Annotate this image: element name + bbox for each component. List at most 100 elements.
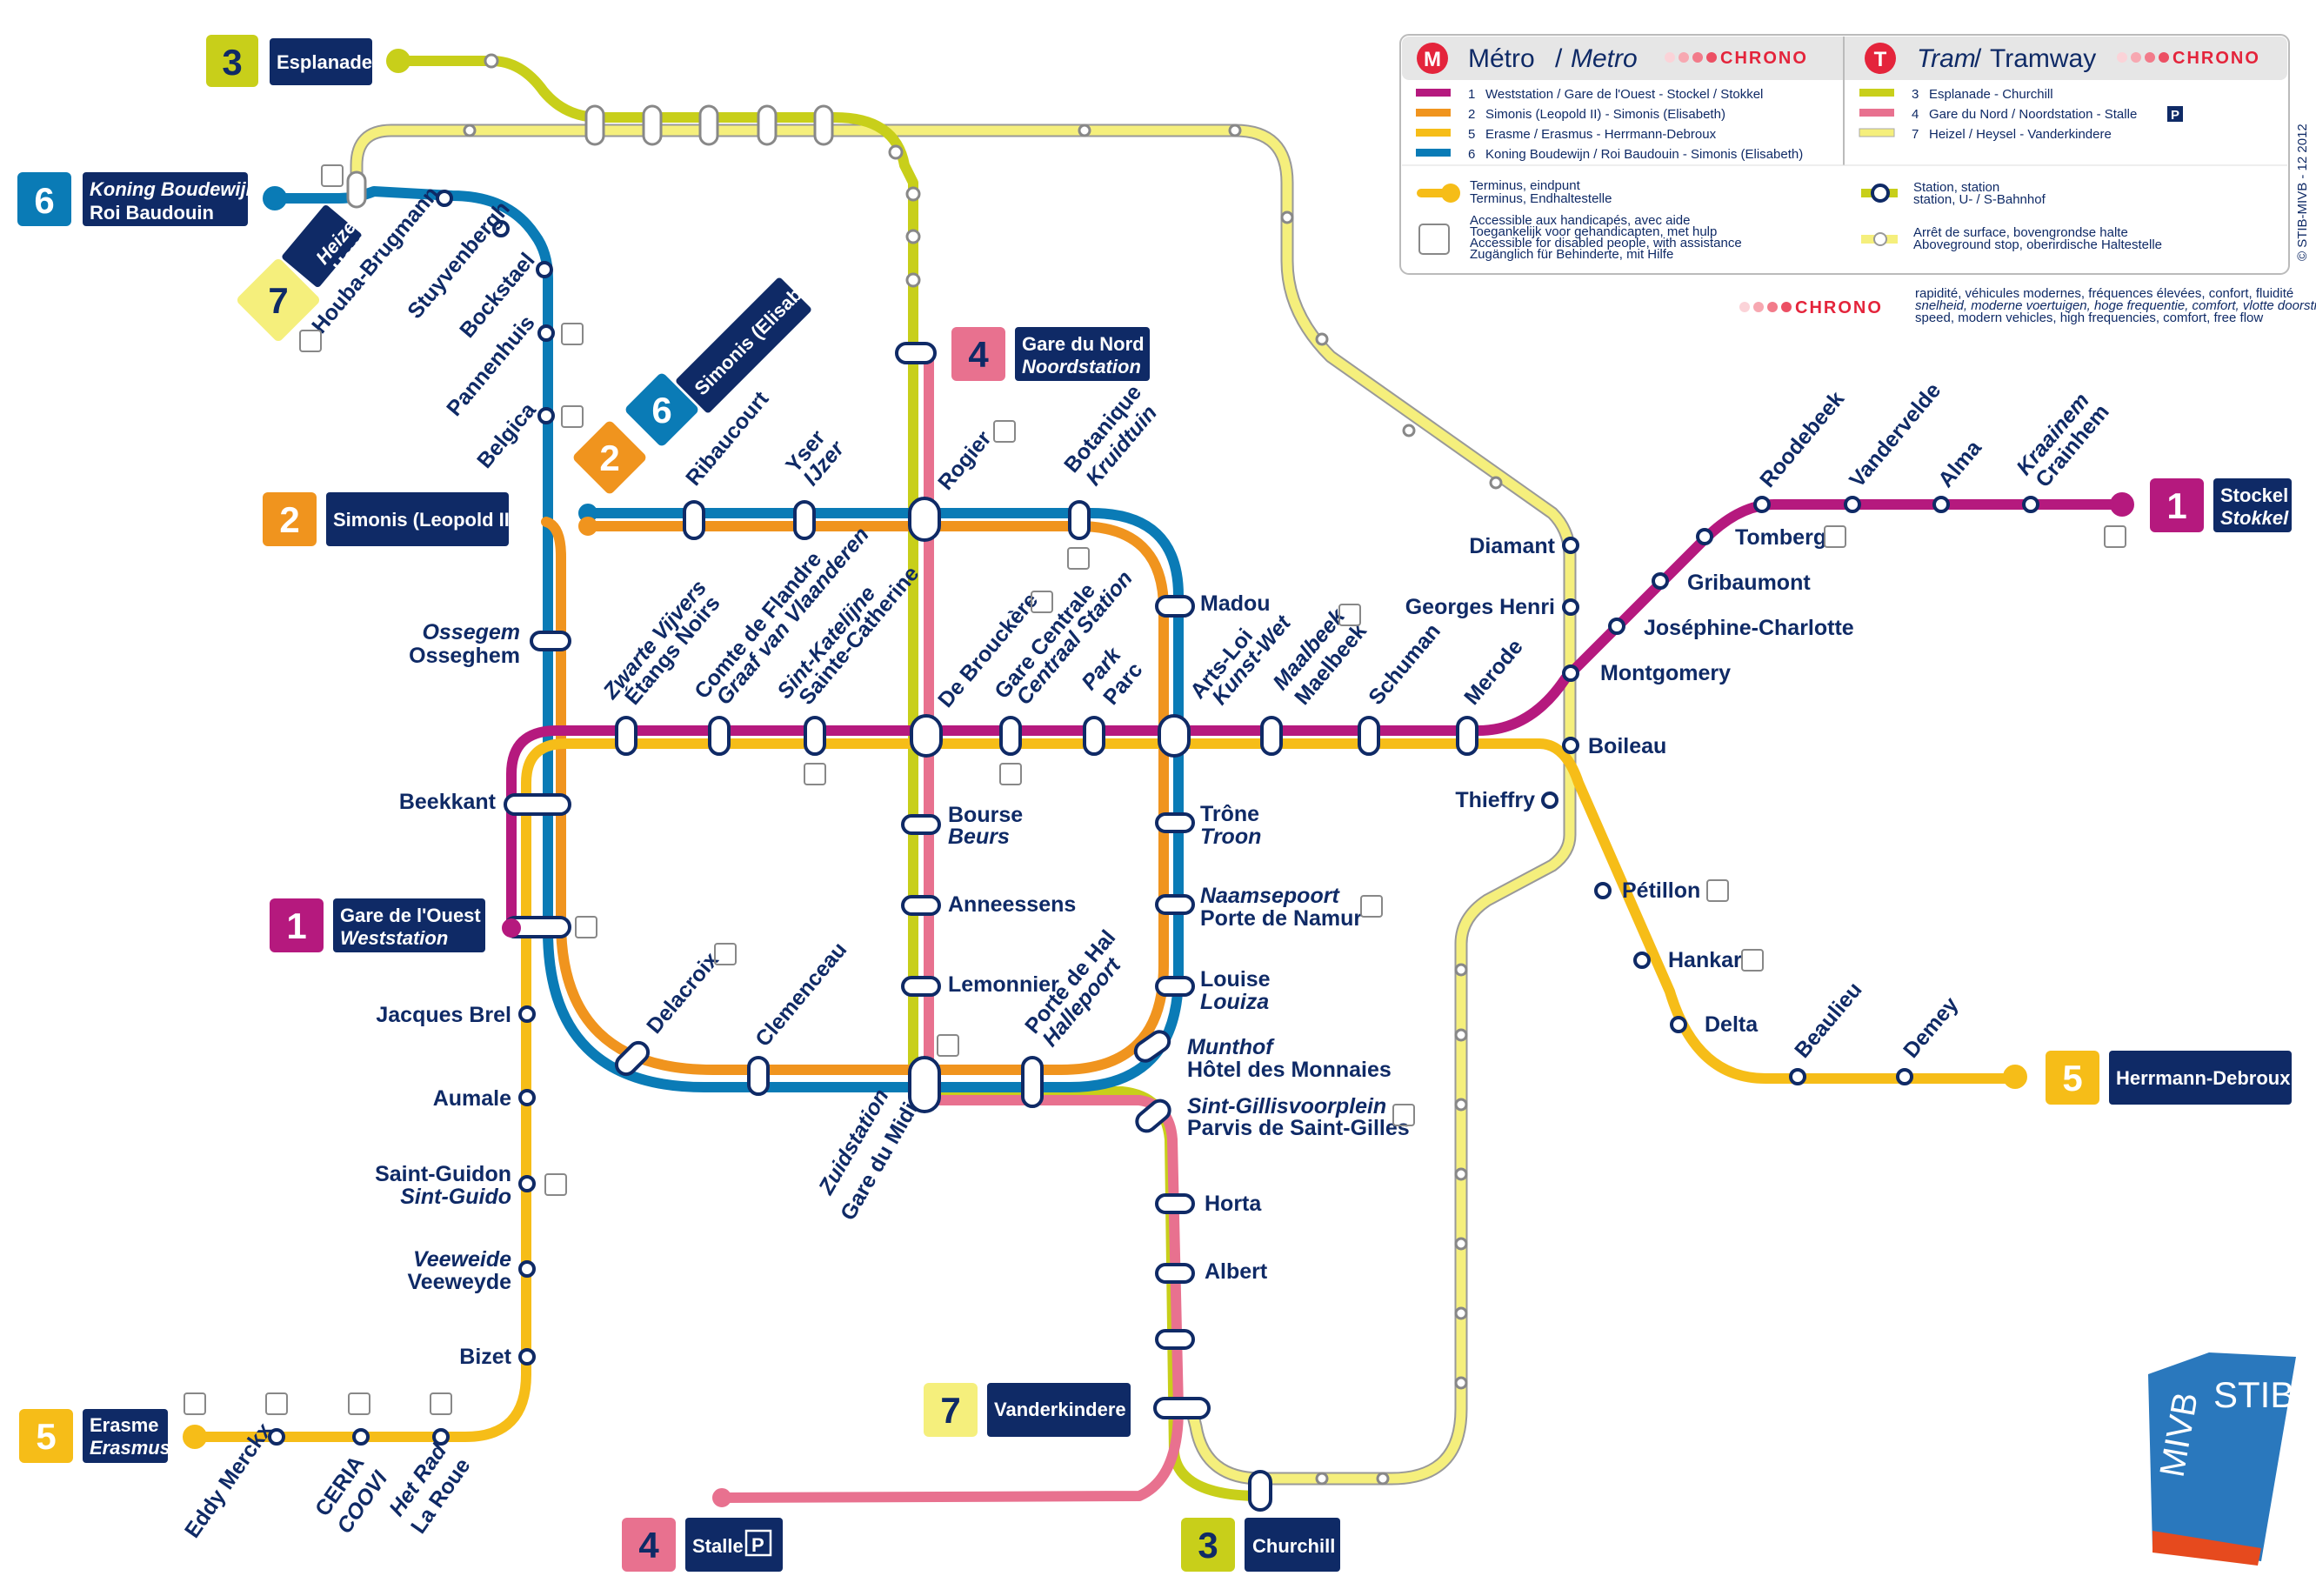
station-georges: Georges Henri xyxy=(1405,595,1555,619)
svg-text:6: 6 xyxy=(1468,147,1475,162)
svg-text:4: 4 xyxy=(1912,107,1919,122)
svg-text:Churchill: Churchill xyxy=(1252,1535,1335,1557)
station-delta: Delta xyxy=(1705,1012,1759,1037)
svg-text:Vanderkindere: Vanderkindere xyxy=(994,1399,1126,1420)
metro-icon xyxy=(1417,43,1448,74)
svg-text:CHRONO: CHRONO xyxy=(1720,49,1808,68)
svg-text:1: 1 xyxy=(286,905,306,946)
wheelchair-icon xyxy=(1418,224,1450,255)
tram-surface-stops xyxy=(346,53,1503,1486)
svg-text:Esplanade: Esplanade xyxy=(277,51,372,73)
station-roodebeek: Roodebeek xyxy=(1755,387,1849,492)
terminus-stockel: 1 Stockel Stokkel xyxy=(2150,478,2292,532)
svg-text:T: T xyxy=(1874,48,1887,71)
station-namur: Porte de Namur xyxy=(1200,906,1362,931)
terminus-gare-nord: 4 Gare du Nord Noordstation xyxy=(951,327,1150,381)
wheelchair-icon xyxy=(937,1034,959,1057)
station-louise: Louise xyxy=(1200,967,1271,992)
metro-line-1 xyxy=(506,499,2132,933)
svg-text:P: P xyxy=(751,1534,764,1556)
svg-text:speed, modern vehicles, high f: speed, modern vehicles, high frequencies… xyxy=(1915,311,2263,325)
copyright: © STIB-MIVB - 12 2012 xyxy=(2295,124,2310,261)
svg-text:1: 1 xyxy=(1468,87,1475,102)
station-lemonnier: Lemonnier xyxy=(948,972,1059,997)
station-naamsepoort: Naamsepoort xyxy=(1200,884,1340,908)
terminus-simonis-leopold: 2 Simonis (Leopold II) xyxy=(263,492,516,546)
svg-text:Roi Baudouin: Roi Baudouin xyxy=(90,202,214,224)
station-alma: Alma xyxy=(1933,435,1986,492)
wheelchair-icon xyxy=(1392,1104,1415,1126)
tram-line-7 xyxy=(350,124,1577,1486)
svg-text:Noordstation: Noordstation xyxy=(1022,356,1141,377)
svg-text:Weststation / Gare de l'Ouest: Weststation / Gare de l'Ouest - Stockel … xyxy=(1485,87,1763,102)
svg-text:Simonis (Elisabeth): Simonis (Elisabeth) xyxy=(690,258,831,399)
station-anneessens: Anneessens xyxy=(948,892,1076,917)
metro-line-5 xyxy=(190,738,2023,1442)
terminus-heysel: 7 Heizel Heysel xyxy=(237,204,385,342)
terminus-esplanade: 3 Esplanade xyxy=(206,35,372,87)
station-gribaumont: Gribaumont xyxy=(1687,571,1811,595)
svg-text:Simonis (Leopold II) - Simonis: Simonis (Leopold II) - Simonis (Elisabet… xyxy=(1485,107,1725,122)
station-albert: Albert xyxy=(1205,1259,1268,1284)
svg-text:rapidité, véhicules modernes,: rapidité, véhicules modernes, fréquences… xyxy=(1915,286,2293,301)
wheelchair-icon xyxy=(184,1392,206,1415)
station-monnaies: Hôtel des Monnaies xyxy=(1187,1058,1392,1082)
svg-text:Stalle: Stalle xyxy=(692,1535,744,1557)
station-merode: Merode xyxy=(1459,635,1528,710)
svg-text:Koning Boudewijn / Roi Baudoui: Koning Boudewijn / Roi Baudouin - Simoni… xyxy=(1485,147,1803,162)
station-beaulieu: Beaulieu xyxy=(1790,978,1866,1063)
station-labels: Houba-Brugmann Stuyvenbergh Bockstael Pa… xyxy=(180,182,2114,1542)
wheelchair-icon xyxy=(1360,895,1383,918)
svg-text:snelheid, moderne voertuigen,: snelheid, moderne voertuigen, hoge frequ… xyxy=(1915,298,2316,313)
svg-text:Herrmann-Debroux: Herrmann-Debroux xyxy=(2116,1067,2291,1089)
svg-text:2: 2 xyxy=(1468,107,1475,122)
station-guidon: Saint-Guidon xyxy=(375,1162,511,1186)
svg-text:4: 4 xyxy=(638,1525,659,1566)
svg-text:Esplanade - Churchill: Esplanade - Churchill xyxy=(1929,87,2053,102)
svg-text:/: / xyxy=(1555,44,1563,73)
svg-text:Erasme / Erasmus - Herrmann-De: Erasme / Erasmus - Herrmann-Debroux xyxy=(1485,127,1717,142)
station-tomberg: Tomberg xyxy=(1735,525,1826,550)
wheelchair-icon xyxy=(804,763,826,785)
svg-text:Aboveground stop, oberirdische: Aboveground stop, oberirdische Haltestel… xyxy=(1913,237,2162,252)
svg-text:Station, station: Station, station xyxy=(1913,180,1999,195)
svg-text:7: 7 xyxy=(268,280,288,321)
wheelchair-icon xyxy=(1706,879,1729,902)
station-josephine: Joséphine-Charlotte xyxy=(1644,616,1854,640)
stib-mivb-logo: STIB MIVB xyxy=(2148,1352,2296,1566)
wheelchair-icons xyxy=(184,164,2126,1415)
chrono-description: CHRONO rapidité, véhicules modernes, fré… xyxy=(1739,286,2316,325)
station-gilles: Parvis de Saint-Gilles xyxy=(1187,1116,1410,1140)
svg-text:Tramway: Tramway xyxy=(1990,44,2096,73)
station-ossegem: Ossegem xyxy=(422,620,520,644)
wheelchair-icon xyxy=(561,323,584,345)
svg-text:Koning Boudewijn: Koning Boudewijn xyxy=(90,178,257,200)
station-beekkant: Beekkant xyxy=(399,790,497,814)
station-montgomery: Montgomery xyxy=(1600,661,1731,685)
tram-icon xyxy=(1865,43,1896,74)
svg-text:Terminus, eindpunt: Terminus, eindpunt xyxy=(1470,178,1581,193)
svg-text:7: 7 xyxy=(1912,127,1919,142)
svg-text:Gare du Nord: Gare du Nord xyxy=(1022,333,1145,355)
station-belgica: Belgica xyxy=(472,397,541,473)
wheelchair-icon xyxy=(714,943,737,965)
svg-text:Gare de l'Ouest: Gare de l'Ouest xyxy=(340,905,481,926)
wheelchair-icon xyxy=(299,330,322,352)
svg-text:5: 5 xyxy=(36,1416,56,1457)
station-rogier: Rogier xyxy=(933,426,997,495)
wheelchair-icon xyxy=(265,1392,288,1415)
station-ribaucourt: Ribaucourt xyxy=(681,386,774,491)
svg-text:Tram: Tram xyxy=(1917,44,1976,73)
station-jacques: Jacques Brel xyxy=(376,1003,511,1027)
station-demey: Demey xyxy=(1899,992,1963,1063)
svg-text:Zugänglich für Behinderte, mit: Zugänglich für Behinderte, mit Hilfe xyxy=(1470,247,1673,262)
svg-text:Stockel: Stockel xyxy=(2220,484,2288,506)
svg-text:3: 3 xyxy=(222,42,242,83)
svg-text:Simonis (Leopold II): Simonis (Leopold II) xyxy=(333,509,516,531)
station-gillis: Sint-Gillisvoorplein xyxy=(1187,1094,1386,1119)
terminus-stalle: 4 Stalle P xyxy=(622,1518,783,1572)
station-aumale: Aumale xyxy=(433,1086,511,1111)
station-horta: Horta xyxy=(1205,1192,1262,1216)
wheelchair-icon xyxy=(1741,949,1764,972)
svg-text:6: 6 xyxy=(651,390,671,431)
